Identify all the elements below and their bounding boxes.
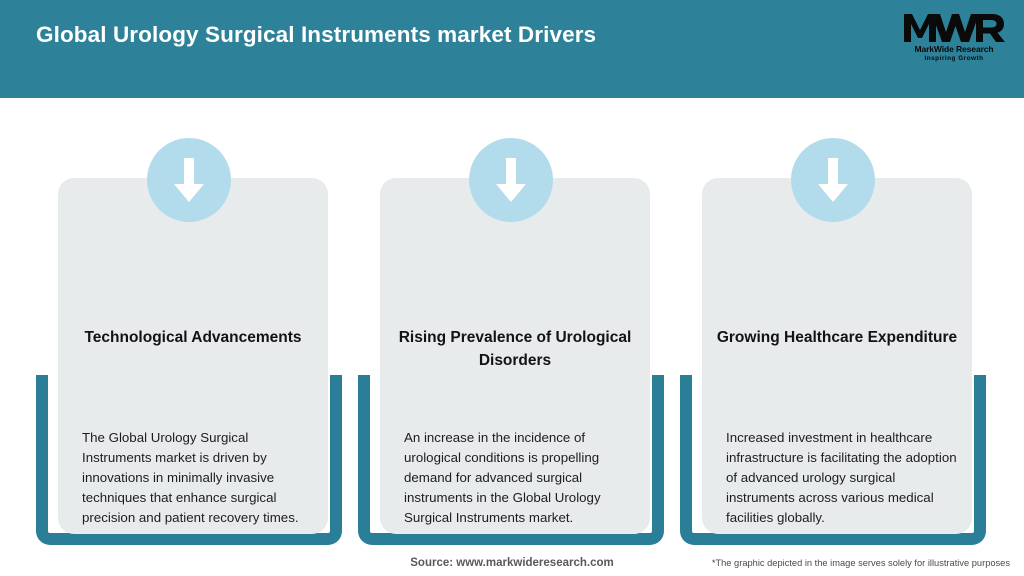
disclaimer-label: *The graphic depicted in the image serve…	[711, 558, 1010, 568]
card-panel: Technological Advancements The Global Ur…	[58, 178, 328, 534]
source-label: Source: www.markwideresearch.com	[410, 557, 614, 569]
logo-company-name: MarkWide Research	[914, 44, 994, 54]
driver-card-1: Technological Advancements The Global Ur…	[36, 98, 342, 576]
down-arrow-badge	[147, 138, 231, 222]
card-panel: Rising Prevalence of Urological Disorder…	[380, 178, 650, 534]
card-panel: Growing Healthcare Expenditure Increased…	[702, 178, 972, 534]
down-arrow-icon	[496, 158, 526, 202]
card-body: The Global Urology Surgical Instruments …	[82, 430, 299, 525]
down-arrow-badge	[469, 138, 553, 222]
card-bracket-accent	[680, 375, 986, 545]
down-arrow-icon	[174, 158, 204, 202]
card-bracket-accent	[36, 375, 342, 545]
card-bracket-accent	[358, 375, 664, 545]
driver-card-2: Rising Prevalence of Urological Disorder…	[358, 98, 664, 576]
card-body: An increase in the incidence of urologic…	[404, 430, 601, 525]
mwr-logo-icon	[904, 14, 1005, 42]
brand-logo: MarkWide Research Inspiring Growth	[902, 10, 1006, 66]
page-title: Global Urology Surgical Instruments mark…	[36, 22, 597, 47]
card-title: Growing Healthcare Expenditure	[716, 329, 958, 346]
card-title: Rising Prevalence of Urological Disorder…	[398, 329, 632, 369]
card-body: Increased investment in healthcare infra…	[726, 430, 957, 525]
card-title: Technological Advancements	[84, 329, 302, 346]
down-arrow-icon	[818, 158, 848, 202]
logo-tagline: Inspiring Growth	[924, 55, 984, 62]
drivers-card-group: Technological Advancements The Global Ur…	[0, 98, 1024, 576]
down-arrow-badge	[791, 138, 875, 222]
driver-card-3: Growing Healthcare Expenditure Increased…	[680, 98, 986, 576]
header-band: Global Urology Surgical Instruments mark…	[0, 0, 1024, 98]
